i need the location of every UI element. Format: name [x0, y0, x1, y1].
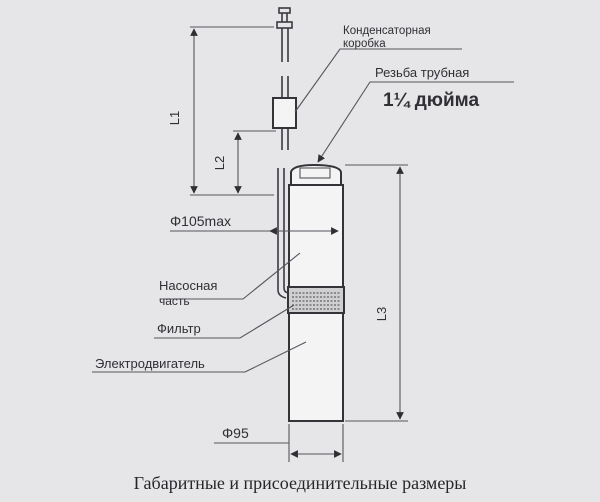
- dim-l1: [190, 26, 274, 196]
- diagram-caption: Габаритные и присоединительные размеры: [134, 473, 467, 493]
- dim-l2: [233, 130, 276, 194]
- label-thread: Резьба трубная: [375, 65, 469, 80]
- label-pump-1: Насосная: [159, 278, 217, 293]
- label-phi95: Φ95: [222, 425, 249, 441]
- label-l1: L1: [167, 111, 182, 125]
- label-capacitor-2: коробка: [343, 38, 386, 50]
- motor-section: [288, 312, 344, 422]
- label-pump-2: часть: [159, 294, 190, 308]
- leader-motor: [92, 341, 307, 373]
- label-motor: Электродвигатель: [95, 356, 205, 371]
- label-phi105: Φ105max: [170, 213, 231, 229]
- dim-phi95: [214, 424, 344, 462]
- cable: [281, 28, 289, 150]
- capacitor-box: [272, 97, 297, 129]
- leader-thread: [317, 81, 514, 163]
- dim-l3: [345, 164, 408, 422]
- label-capacitor-1: Конденсаторная: [343, 25, 431, 37]
- label-thread-size: 1¼ дюйма: [383, 90, 479, 111]
- label-filter: Фильтр: [157, 321, 201, 336]
- cable-connector: [276, 7, 293, 29]
- pump-body: [277, 163, 345, 422]
- leader-filter: [154, 304, 295, 339]
- leader-capacitor: [294, 48, 462, 113]
- label-l3: L3: [374, 307, 389, 321]
- label-l2: L2: [212, 156, 227, 170]
- leader-pump-part: [160, 252, 301, 300]
